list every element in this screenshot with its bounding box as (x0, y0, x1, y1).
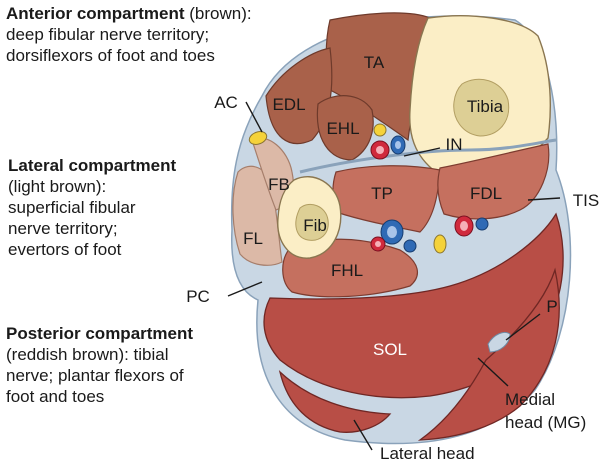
fdl-label: FDL (470, 184, 502, 203)
lateral-compartment-note: Lateral compartment (light brown): super… (8, 155, 176, 260)
edl-label: EDL (272, 95, 305, 114)
tibia-label: Tibia (467, 97, 504, 116)
fl-label: FL (243, 229, 263, 248)
ta-label: TA (364, 53, 385, 72)
in-label: IN (446, 135, 463, 154)
fib-label: Fib (303, 216, 327, 235)
posterior-compartment-line-1: (reddish brown): tibial (6, 344, 193, 365)
anterior-compartment-line-2: dorsiflexors of foot and toes (6, 45, 252, 66)
posterior-compartment-title: Posterior compartment (6, 324, 193, 343)
medial-head-label-line-2: head (MG) (505, 413, 586, 432)
tp-label: TP (371, 184, 393, 203)
anterior-compartment-line-1: deep fibular nerve territory; (6, 24, 252, 45)
ehl-label: EHL (326, 119, 359, 138)
posterior-compartment-note: Posterior compartment (reddish brown): t… (6, 323, 193, 407)
ac-label: AC (214, 93, 238, 112)
anterior-compartment-subtitle: (brown): (185, 4, 252, 23)
fhl-label: FHL (331, 261, 363, 280)
lateral-compartment-line-4: evertors of foot (8, 239, 176, 260)
tis-label: TIS (573, 191, 599, 210)
fb-label: FB (268, 175, 290, 194)
sol-label: SOL (373, 340, 407, 359)
anterior-compartment-title: Anterior compartment (6, 4, 185, 23)
lateral-compartment-title: Lateral compartment (8, 156, 176, 175)
posterior-compartment-line-2: nerve; plantar flexors of (6, 365, 193, 386)
lateral-compartment-line-2: superficial fibular (8, 197, 176, 218)
p-label: P (546, 297, 557, 316)
lateral-head-label: Lateral head (380, 444, 475, 463)
anterior-compartment-note: Anterior compartment (brown): deep fibul… (6, 3, 252, 66)
lateral-compartment-line-3: nerve territory; (8, 218, 176, 239)
pc-label: PC (186, 287, 210, 306)
lateral-compartment-line-1: (light brown): (8, 176, 176, 197)
medial-head-label-line-1: Medial (505, 390, 555, 409)
posterior-compartment-line-3: foot and toes (6, 386, 193, 407)
